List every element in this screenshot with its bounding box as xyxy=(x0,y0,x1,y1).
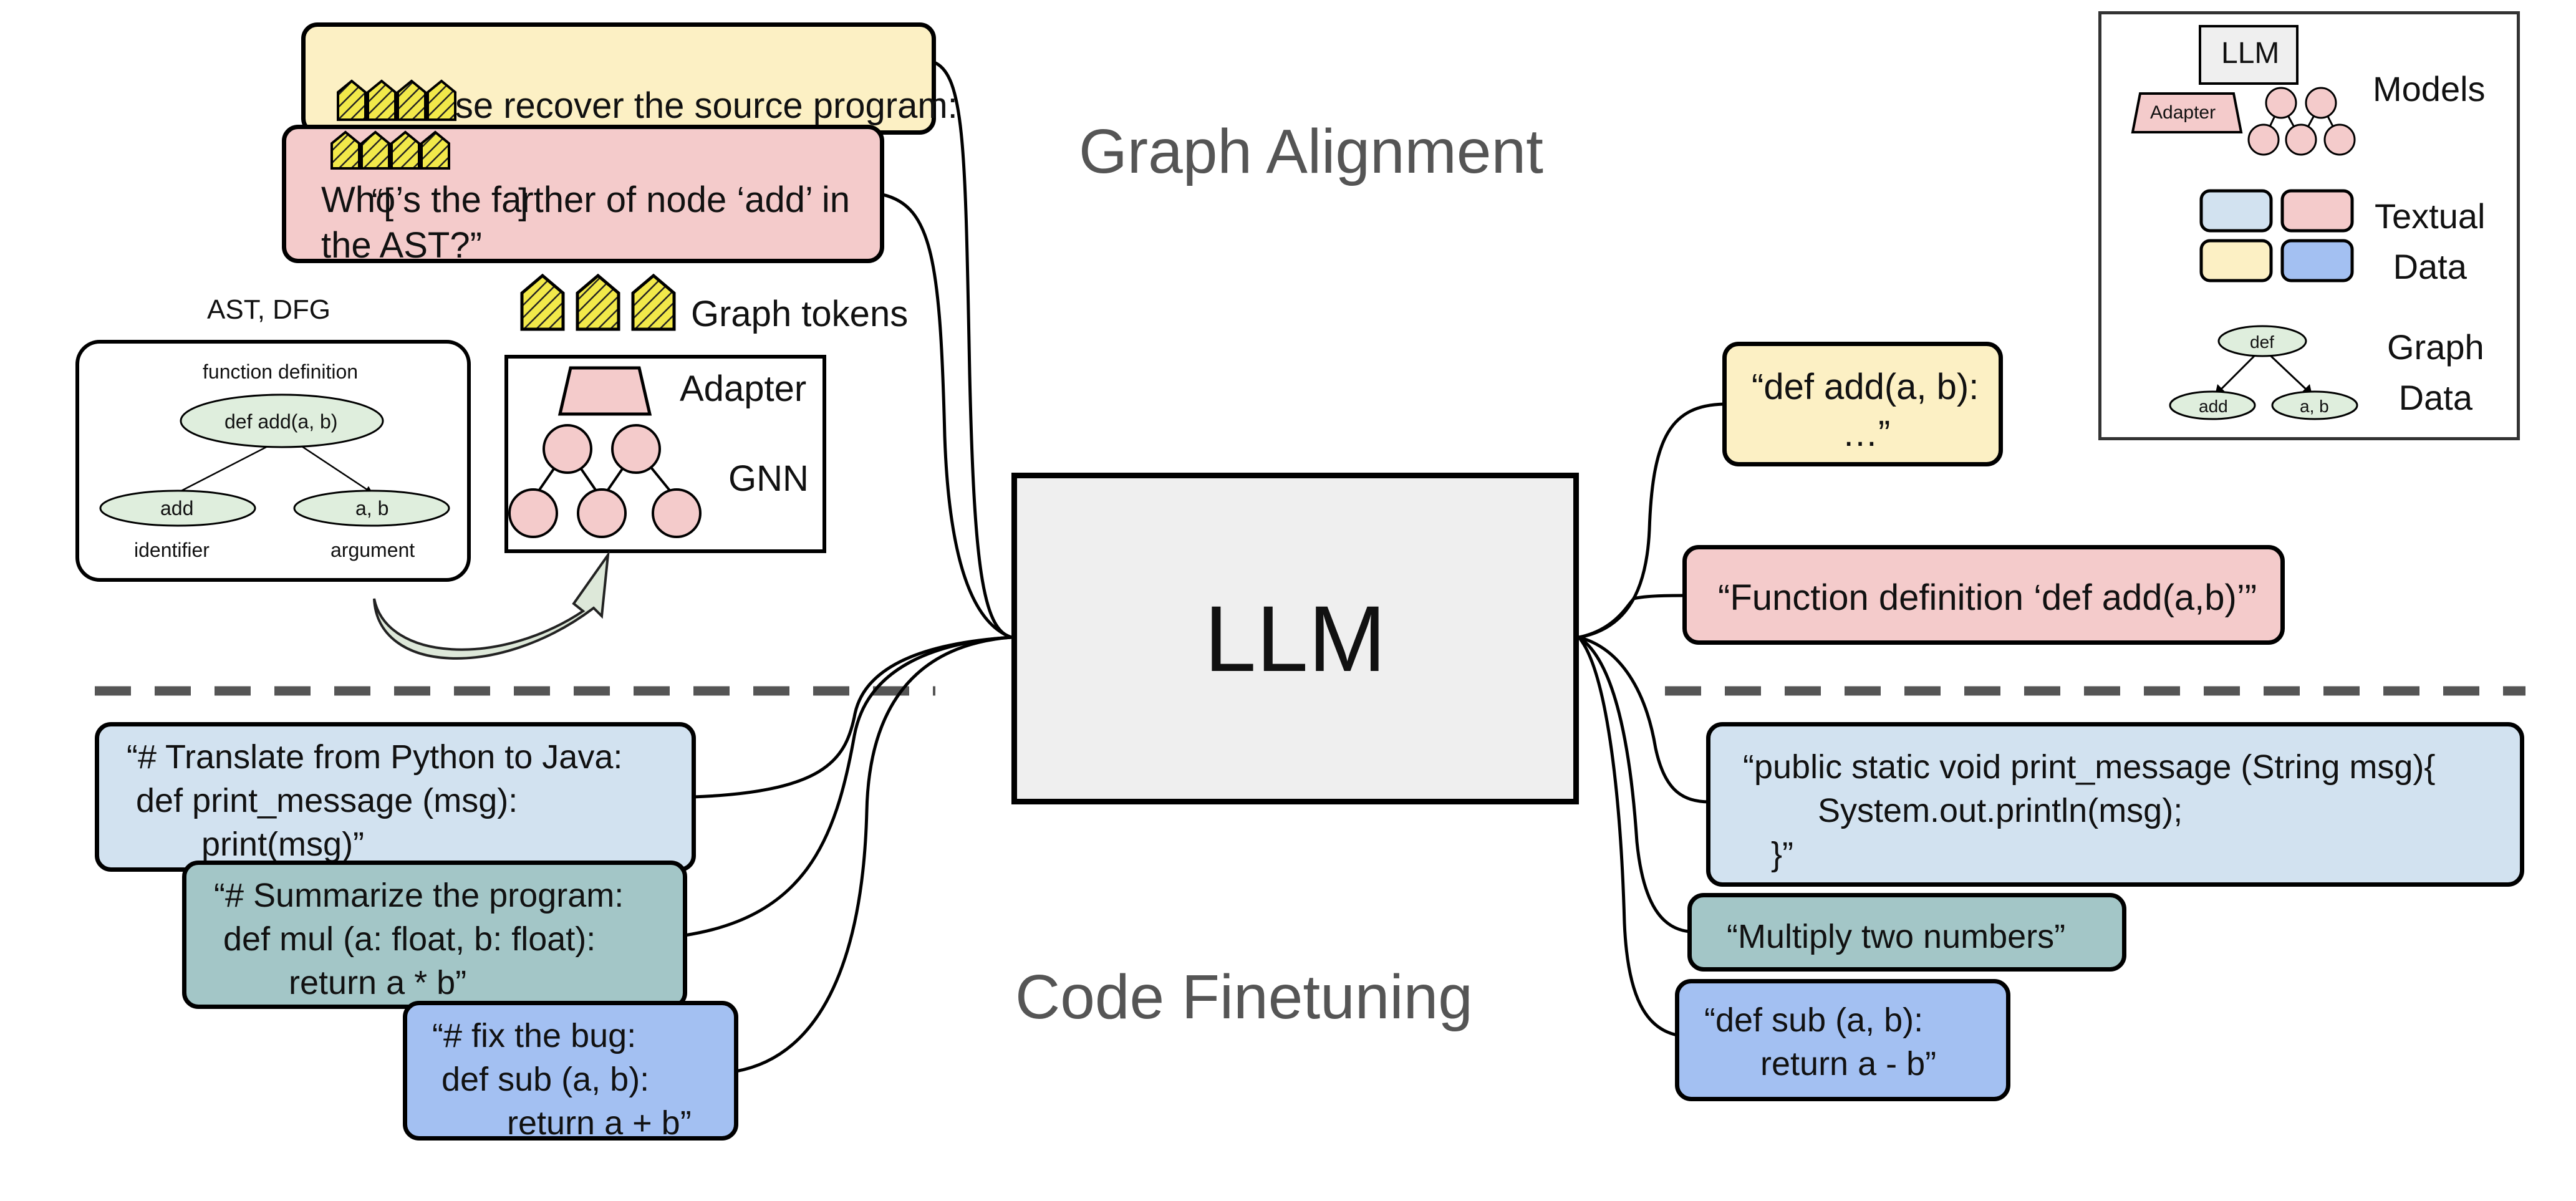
output-connectors xyxy=(1578,402,1725,1037)
llm-label: LLM xyxy=(1204,586,1386,691)
graph-token xyxy=(337,79,367,121)
gnn-label: GNN xyxy=(728,458,809,499)
graph-token xyxy=(367,79,397,121)
legend xyxy=(2098,11,2520,440)
connector-summarize xyxy=(684,635,1012,937)
adapter-shape xyxy=(557,366,652,416)
output-function-definition: “Function definition ‘def add(a,b)’” xyxy=(1682,545,2285,645)
connector-java xyxy=(1578,635,1709,804)
output-def-add: “def add(a, b): …” xyxy=(1722,342,2003,466)
graph-token xyxy=(427,79,456,121)
adapter-label: Adapter xyxy=(680,369,807,409)
graph-tokens-label: Graph tokens xyxy=(691,294,909,334)
legend-models-label: Models xyxy=(2373,69,2486,109)
ast-left-type: identifier xyxy=(134,539,210,561)
input-summarize: “# Summarize the program: def mul (a: fl… xyxy=(182,861,687,1009)
output-java: “public static void print_message (Strin… xyxy=(1706,722,2524,887)
ast-question-open-bracket: “[ xyxy=(371,181,394,222)
ast-node-identifier xyxy=(99,490,256,527)
ast-header: function definition xyxy=(203,360,359,383)
ast-tree xyxy=(99,393,450,527)
graph-token xyxy=(420,130,450,170)
legend-adapter-label: Adapter xyxy=(2150,102,2216,123)
graph-token xyxy=(330,130,360,170)
graph-token xyxy=(576,273,620,331)
input-connectors xyxy=(684,60,1012,1073)
legend-overlay xyxy=(2131,25,2358,420)
ast-question-close-bracket: ] xyxy=(518,181,529,222)
ast-right-label: a, b xyxy=(355,497,389,519)
input-fixbug: “# fix the bug: def sub (a, b): return a… xyxy=(403,1001,738,1142)
llm-box: LLM xyxy=(1011,473,1579,804)
ast-question-text: Who’s the farther of node ‘add’ in the A… xyxy=(321,180,850,266)
heading-code-finetuning: Code Finetuning xyxy=(1015,962,1473,1032)
ast-to-gnn-arrow xyxy=(373,550,610,660)
output-sub: “def sub (a, b): return a - b” xyxy=(1675,979,2010,1101)
legend-llm-label: LLM xyxy=(2221,37,2280,70)
gnn-node xyxy=(611,424,661,474)
gnn-node xyxy=(652,488,702,538)
ast-node-root xyxy=(180,393,384,448)
graph-token xyxy=(520,273,565,331)
ast-left-label: add xyxy=(160,497,194,519)
gnn-graph xyxy=(508,424,702,538)
legend-graph-label: Graph Data xyxy=(2387,327,2484,418)
connector-multiply xyxy=(1578,635,1691,933)
gnn-node xyxy=(577,488,627,538)
ast-caption: AST, DFG xyxy=(207,294,331,325)
heading-graph-alignment: Graph Alignment xyxy=(1079,117,1543,186)
input-translate: “# Translate from Python to Java: def pr… xyxy=(95,722,696,872)
ast-root-label: def add(a, b) xyxy=(224,410,338,433)
inline-token-layer xyxy=(330,79,456,170)
legend-node-add-label: add xyxy=(2199,397,2228,416)
graph-token xyxy=(360,130,390,170)
connector-translate xyxy=(693,635,1012,799)
graph-token xyxy=(390,130,420,170)
gnn-node xyxy=(543,424,592,474)
legend-textual-label: Textual Data xyxy=(2375,196,2486,287)
connector-function-def xyxy=(1578,594,1684,639)
graph-token xyxy=(631,273,676,331)
connector-ast-question xyxy=(882,193,1012,639)
legend-node-ab-label: a, b xyxy=(2300,397,2329,416)
ast-node-argument xyxy=(293,490,450,527)
ast-right-type: argument xyxy=(330,539,415,561)
connector-fixbug xyxy=(735,635,1012,1073)
graph-tokens xyxy=(520,273,676,331)
connector-sub xyxy=(1578,636,1678,1037)
legend-node-def-label: def xyxy=(2250,332,2274,352)
input-ast-question: “[] Who’s the farther of node ‘add’ in t… xyxy=(282,125,884,266)
gnn-node xyxy=(508,488,558,538)
connector-recover xyxy=(933,60,1012,639)
graph-token xyxy=(397,79,427,121)
output-multiply: “Multiply two numbers” xyxy=(1687,893,2126,972)
